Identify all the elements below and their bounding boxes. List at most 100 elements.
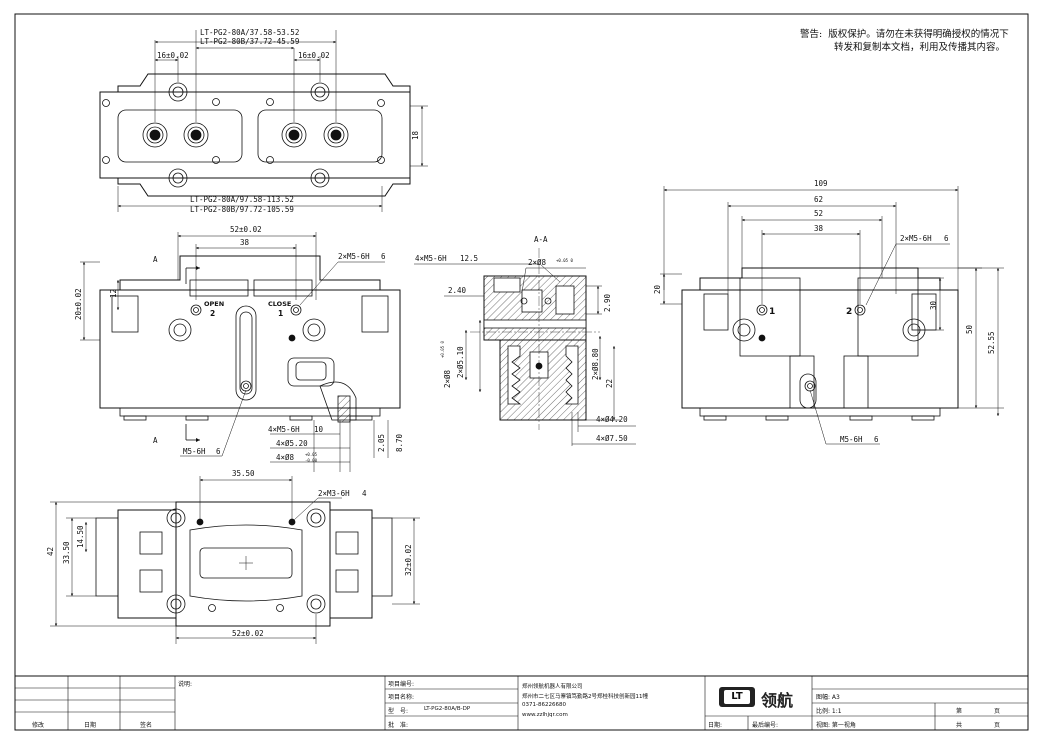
dim-front-4xm5: 4×M5-6H xyxy=(268,425,300,434)
dim-bottom-b: LT-PG2-80B/97.72-105.59 xyxy=(190,205,294,214)
dim-front-4x520: 4×Ø5.20 xyxy=(276,439,308,448)
dim-top-a: LT-PG2-80A/37.58-53.52 xyxy=(200,28,299,37)
tb-model-value: LT-PG2-80A/B-DP xyxy=(424,706,471,712)
tb-date-label: 日期: xyxy=(708,722,723,729)
dim-sec-290: 2.90 xyxy=(603,293,612,312)
dim-sec-2x510: 2×Ø5.10 xyxy=(456,346,465,378)
dim-side-5255: 52.55 xyxy=(987,331,996,354)
dim-front-4xm5-depth: 10 xyxy=(314,425,324,434)
dim-side-m5-depth: 6 xyxy=(944,234,949,243)
bottom-view xyxy=(50,476,420,644)
label-open-num: 2 xyxy=(210,309,215,318)
dim-sec-2x8-tol: +0.05 0 xyxy=(556,258,573,263)
dim-front-4x8-tol-lo: -0.00 xyxy=(305,458,318,463)
dim-bot-1450: 14.50 xyxy=(76,525,85,548)
dim-top-height: 18 xyxy=(411,130,420,140)
dim-front-205: 2.05 xyxy=(377,434,386,452)
dim-side-38: 38 xyxy=(814,224,824,233)
label-close-num: 1 xyxy=(278,309,283,318)
dim-sec-4x420: 4×Ø4.20 xyxy=(596,415,628,424)
dim-bot-32: 32±0.02 xyxy=(404,544,413,576)
dim-front-m5: 2×M5-6H xyxy=(338,252,370,261)
company-logo: LT 领航 xyxy=(715,680,805,714)
dim-front-m5-depth: 6 xyxy=(381,252,386,261)
dim-bot-3350: 33.50 xyxy=(62,541,71,564)
dim-bot-m3-depth: 4 xyxy=(362,489,367,498)
tb-project-name: 项目名称: xyxy=(388,694,415,701)
dim-front-m5-bottom: M5-6H xyxy=(183,447,206,456)
notice-label: 警告: xyxy=(800,29,823,40)
dim-side-m5: 2×M5-6H xyxy=(900,234,932,243)
dim-bot-m3: 2×M3-6H xyxy=(318,489,350,498)
tb-col-sign: 签名 xyxy=(140,722,153,729)
tb-note: 说明: xyxy=(178,681,193,688)
logo-badge: LT xyxy=(719,687,755,707)
label-open: OPEN xyxy=(204,300,224,308)
tb-page: 页 xyxy=(994,708,1001,715)
section-marker-bottom: A xyxy=(153,436,158,445)
dim-side-50: 50 xyxy=(965,324,974,334)
dim-top-right: 16±0.02 xyxy=(298,51,330,60)
notice-line1: 版权保护。请勿在未获得明确授权的情况下 xyxy=(828,29,1009,40)
dim-sec-2x8v: 2×Ø8 xyxy=(443,369,452,388)
tb-paper: 图幅: A3 xyxy=(816,694,840,701)
front-view xyxy=(80,232,401,472)
dim-sec-4x750: 4×Ø7.50 xyxy=(596,434,628,443)
tb-address: 郑州市二七区马寨镇笃勤路2号郑桂科技创新园11幢 xyxy=(522,694,648,700)
dim-bot-42: 42 xyxy=(46,547,55,556)
tb-revise-no-label: 最后编号: xyxy=(752,722,779,729)
top-view xyxy=(99,30,428,212)
logo-name: 领航 xyxy=(761,691,794,710)
tb-approve: 批 准: xyxy=(388,722,409,729)
dim-side-62: 62 xyxy=(814,195,823,204)
dim-side-m5-bottom-depth: 6 xyxy=(874,435,879,444)
side-port-2: 2 xyxy=(846,307,852,317)
dim-front-52: 52±0.02 xyxy=(230,225,262,234)
dim-side-m5-bottom: M5-6H xyxy=(840,435,863,444)
dim-sec-2x8: 2×Ø8 xyxy=(528,258,547,267)
dim-top-b: LT-PG2-80B/37.72-45.59 xyxy=(200,37,299,46)
dim-front-870: 8.70 xyxy=(395,433,404,452)
dim-bot-52: 52±0.02 xyxy=(232,629,264,638)
logo-mark: LT xyxy=(724,690,750,704)
dim-front-12: 12 xyxy=(109,289,118,298)
tb-company: 郑州领航机器人有限公司 xyxy=(522,684,583,690)
tb-col-revise: 修改 xyxy=(32,722,45,729)
dim-sec-240: 2.40 xyxy=(448,286,467,295)
tb-view: 视图: 第一视角 xyxy=(816,722,856,729)
dim-side-109: 109 xyxy=(814,179,828,188)
tb-project-no: 项目编号: xyxy=(388,681,415,688)
tb-website: www.zzlhjqr.com xyxy=(522,712,568,718)
dim-bottom-a: LT-PG2-80A/97.58-113.52 xyxy=(190,195,294,204)
dim-side-52: 52 xyxy=(814,209,823,218)
copyright-notice: 警告: 版权保护。请勿在未获得明确授权的情况下 转发和复制本文档，利用及传播其内容… xyxy=(800,28,1015,54)
dim-front-4x8: 4×Ø8 xyxy=(276,453,295,462)
dim-side-20: 20 xyxy=(653,284,662,294)
dim-front-m5-bottom-depth: 6 xyxy=(216,447,221,456)
notice-line2: 转发和复制本文档，利用及传播其内容。 xyxy=(834,42,1006,53)
dim-sec-4xm5-depth: 12.5 xyxy=(460,254,478,263)
outer-frame xyxy=(14,13,1029,731)
section-view xyxy=(414,248,636,446)
dim-front-4x8-tol-hi: +0.05 xyxy=(305,452,318,457)
dim-top-left: 16±0.02 xyxy=(157,51,189,60)
dim-sec-2x880: 2×Ø8.80 xyxy=(591,348,600,380)
title-block-grid xyxy=(15,676,1028,730)
tb-scale: 比例: 1:1 xyxy=(816,708,842,715)
tb-col-date: 日期 xyxy=(84,722,97,729)
dim-bot-3550: 35.50 xyxy=(232,469,255,478)
tb-sheet: 第 xyxy=(956,708,963,715)
label-close: CLOSE xyxy=(268,300,291,308)
tb-total: 共 xyxy=(956,722,963,729)
tb-phone: 0371-86226680 xyxy=(522,702,566,708)
dim-side-30: 30 xyxy=(929,300,938,310)
dim-front-38: 38 xyxy=(240,238,250,247)
section-title: A-A xyxy=(534,235,548,244)
tb-total-page: 页 xyxy=(994,722,1001,729)
dim-sec-2x8v-tol: +0.05 0 xyxy=(440,341,445,358)
dim-sec-4xm5: 4×M5-6H xyxy=(415,254,447,263)
side-port-1: 1 xyxy=(769,307,775,317)
